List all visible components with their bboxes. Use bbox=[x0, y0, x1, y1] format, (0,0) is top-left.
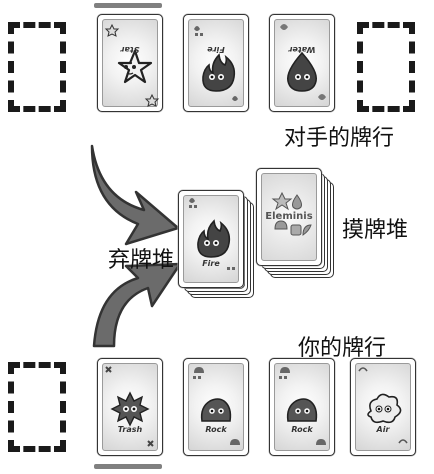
card-name: Fire bbox=[202, 259, 220, 268]
card-name: Air bbox=[376, 425, 390, 434]
card-name: Rock bbox=[205, 425, 227, 434]
card-back-emblem-icon bbox=[271, 191, 312, 236]
draw-pile-top-card: Eleminis bbox=[256, 168, 322, 266]
discard-pile-label: 弃牌堆 bbox=[108, 248, 175, 273]
trash-creature-icon bbox=[105, 366, 154, 447]
discard-top-card: Fire bbox=[178, 190, 244, 288]
card-name: Star bbox=[120, 45, 140, 54]
card-name: Rock bbox=[291, 425, 313, 434]
rock-creature-icon bbox=[193, 367, 240, 445]
opponent-turn-indicator bbox=[94, 3, 162, 8]
draw-pile-label: 摸牌堆 bbox=[342, 218, 409, 243]
opponent-card-star[interactable]: Star bbox=[97, 14, 163, 112]
star-creature-icon bbox=[104, 23, 160, 107]
fire-creature-icon bbox=[189, 198, 235, 270]
player-card-rock-2[interactable]: Rock bbox=[269, 358, 335, 456]
player-empty-slot-left[interactable] bbox=[8, 362, 66, 452]
air-creature-icon bbox=[358, 367, 408, 444]
card-name: Fire bbox=[207, 45, 225, 54]
card-name: Trash bbox=[117, 425, 143, 434]
player-card-trash[interactable]: Trash bbox=[97, 358, 163, 456]
arrow-to-discard-top bbox=[90, 144, 180, 246]
card-name: Water bbox=[288, 45, 316, 54]
fire-creature-icon bbox=[194, 26, 238, 101]
player-card-air[interactable]: Air bbox=[350, 358, 416, 456]
opponent-empty-slot-right[interactable] bbox=[357, 22, 415, 112]
player-turn-indicator bbox=[94, 464, 162, 469]
player-card-rock-1[interactable]: Rock bbox=[183, 358, 249, 456]
your-row-label: 你的牌行 bbox=[298, 336, 387, 361]
draw-pile[interactable]: Eleminis bbox=[256, 168, 336, 280]
draw-pile-brand: Eleminis bbox=[265, 211, 313, 222]
water-creature-icon bbox=[280, 24, 326, 100]
rock-creature-icon bbox=[279, 367, 326, 445]
opponent-card-water[interactable]: Water bbox=[269, 14, 335, 112]
opponent-row-label: 对手的牌行 bbox=[284, 126, 395, 151]
opponent-card-fire[interactable]: Fire bbox=[183, 14, 249, 112]
discard-pile[interactable]: Fire bbox=[178, 190, 258, 300]
opponent-empty-slot-left[interactable] bbox=[8, 22, 66, 112]
